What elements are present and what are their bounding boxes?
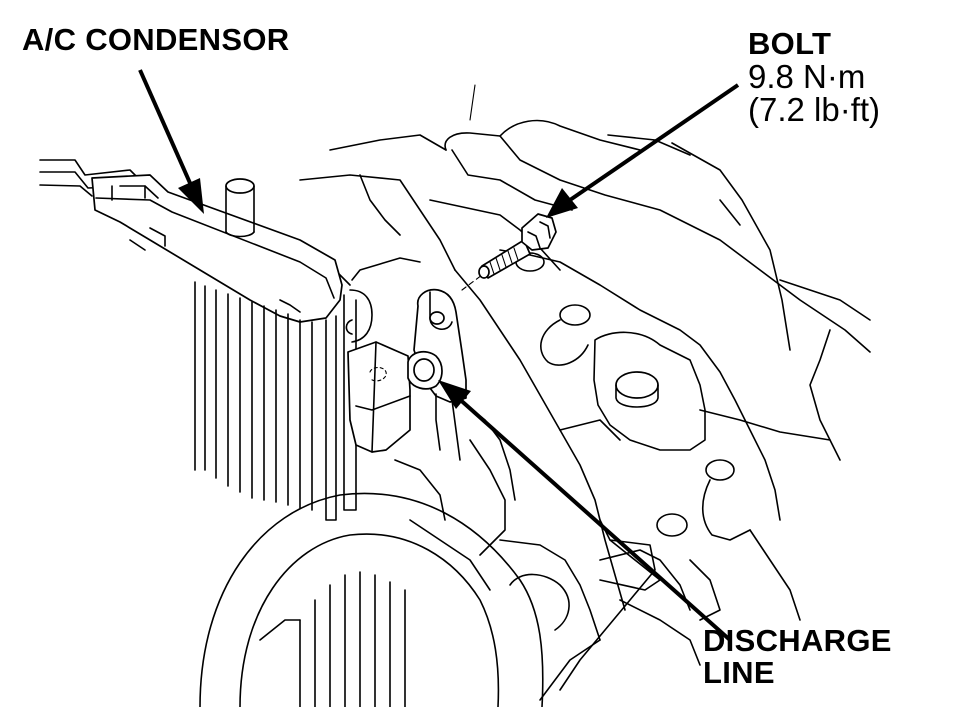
bolt-torque-imperial: (7.2 lb·ft) <box>748 91 881 129</box>
ac-condensor-label-text: A/C CONDENSOR <box>22 22 290 57</box>
condensor-arrow-head <box>178 178 204 214</box>
bolt-label-title: BOLT <box>748 26 832 61</box>
discharge-arrow-head <box>438 380 471 409</box>
ac-condensor-label: A/C CONDENSOR <box>22 24 289 56</box>
condensor-leader-line <box>138 69 192 184</box>
discharge-leader-line <box>454 394 732 642</box>
leader-arrows <box>138 69 740 642</box>
discharge-line-fitting <box>347 271 487 461</box>
bolt-arrow-head <box>546 188 578 218</box>
bolt <box>478 213 557 279</box>
cooling-fan <box>199 492 544 707</box>
discharge-line-label: DISCHARGE LINE <box>703 625 892 688</box>
bolt-label: BOLT 9.8 N·m (7.2 lb·ft) <box>748 28 880 127</box>
bolt-torque-metric: 9.8 N·m <box>748 57 866 95</box>
bolt-leader-line <box>568 83 740 202</box>
discharge-line-label-line2: LINE <box>703 654 775 690</box>
discharge-line-label-line1: DISCHARGE <box>703 623 892 658</box>
ac-condensor <box>39 159 357 521</box>
engine-compartment-background <box>299 84 871 701</box>
